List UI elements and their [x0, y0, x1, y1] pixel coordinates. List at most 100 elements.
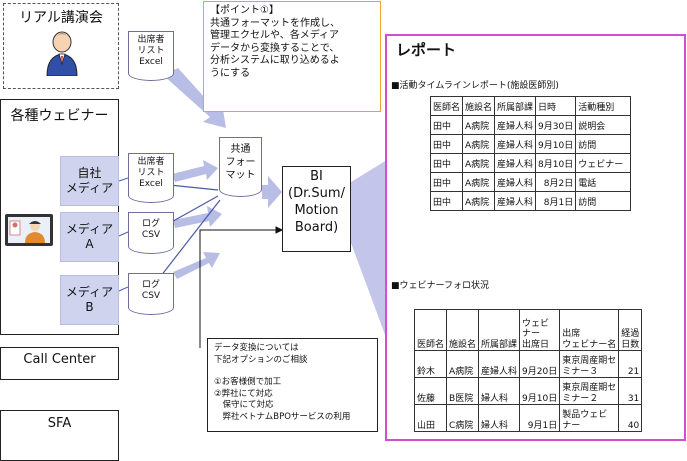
bi-box: BI (Dr.Sum/ Motion Board): [282, 166, 351, 252]
point-line-4: 分析システムに取り込めるよ: [210, 55, 340, 66]
table-cell: 田中: [429, 153, 464, 173]
timeline-header-cell: 活動種別: [575, 96, 632, 116]
table-cell: 製品ウェビナー: [559, 404, 620, 432]
real-event-box: リアル講演会: [3, 3, 119, 89]
header-text: 出席日: [522, 339, 550, 350]
report-panel: レポート ■活動タイムラインレポート(施設医師別) 医師名 施設名 所属部課 日…: [385, 34, 686, 441]
arrow-loga-to-common: [173, 206, 222, 228]
table-cell: 電話: [575, 172, 632, 192]
timeline-header-cell: 日時: [535, 96, 577, 116]
callcenter-connector: [199, 229, 282, 348]
media-a-line2: A: [85, 237, 94, 251]
media-a-line1: メディア: [65, 222, 114, 236]
arrow-selfexcel-to-common: [172, 160, 218, 182]
table-cell: 佐藤: [413, 377, 448, 405]
bi-line-1: BI: [310, 169, 323, 184]
call-center-box: Call Center: [0, 347, 119, 380]
arrow-logb-to-common: [173, 252, 220, 279]
doc-log-a-l2: CSV: [141, 230, 161, 240]
webinar-title: 各種ウェビナー: [10, 108, 109, 124]
point-line-1: 共通フォーマットを作成し、: [210, 17, 340, 29]
table-cell: 9月30日: [535, 115, 577, 135]
timeline-header-row: 医師名 施設名 所属部課 日時 活動種別: [429, 96, 632, 116]
table-cell: 産婦人科: [494, 153, 537, 173]
table-cell: 21: [618, 350, 643, 378]
note-line-6: 保守にて対応: [214, 400, 274, 410]
followup-header-row: 医師名 施設名 所属部課 ウェビナー出席日 出席ウェビナー名 経過日数: [413, 309, 643, 351]
followup-header-cell: 医師名: [413, 309, 448, 351]
table-cell: 説明会: [575, 115, 632, 135]
doc-self-excel-l2: リスト: [137, 168, 165, 178]
report-wedge: [351, 160, 387, 340]
timeline-header-cell: 施設名: [462, 96, 496, 116]
table-cell: 8月2日: [535, 172, 577, 192]
table-row: 田中 A病院 産婦人科 9月10日 訪問: [429, 134, 632, 154]
point-box: 【ポイント①】 共通フォーマットを作成し、 管理エクセルや、各メディア データか…: [203, 1, 381, 112]
note-box: データ変換については 下記オプションのご相談 ①お客様側で加工 ②弊社にて対応 …: [207, 338, 378, 432]
note-line-3: [214, 366, 371, 377]
table-cell: 40: [618, 404, 643, 432]
doc-common-l1: 共通: [230, 144, 251, 155]
table-cell: 9月20日: [519, 350, 561, 378]
doc-common-l3: マット: [225, 170, 256, 181]
header-text: 施設名: [449, 339, 477, 350]
bi-line-3: Motion: [294, 203, 339, 218]
table-cell: 9月1日: [519, 404, 561, 432]
table-cell: 東京周産期セミナー２: [559, 377, 620, 405]
note-line-4: ①お客様側で加工: [214, 377, 282, 387]
note-line-7: 弊社ベトナムBPOサービスの利用: [214, 411, 351, 422]
sfa-label: SFA: [47, 416, 72, 431]
table-row: 佐藤 B医院 婦人科 9月10日 東京周産期セミナー２ 31: [413, 377, 643, 405]
table-cell: 田中: [429, 191, 464, 211]
table-cell: 産婦人科: [494, 134, 537, 154]
doc-top-excel-l1: 出席者: [137, 35, 165, 45]
cell-text: ミナー２: [562, 393, 599, 404]
doc-common-l2: フォー: [225, 157, 256, 168]
point-line-5: うにする: [210, 67, 251, 79]
table-cell: ウェビナー: [575, 153, 632, 173]
followup-header-cell: 経過日数: [618, 309, 643, 351]
doc-self-excel-l1: 出席者: [137, 157, 165, 167]
followup-section-title: ■ウェビナーフォロ状況: [391, 281, 489, 291]
followup-header-cell: ウェビナー出席日: [519, 309, 561, 351]
header-text: 日数: [621, 339, 640, 350]
timeline-header-cell: 医師名: [429, 96, 464, 116]
table-cell: 訪問: [575, 191, 632, 211]
point-line-2: 管理エクセルや、各メディア: [210, 30, 339, 41]
doc-log-b-l2: CSV: [141, 291, 161, 301]
table-cell: 産婦人科: [494, 191, 537, 211]
table-row: 田中 A病院 産婦人科 8月1日 訪問: [429, 191, 632, 211]
table-cell: A病院: [446, 350, 480, 378]
header-text: 経過: [621, 329, 640, 339]
note-line-2: 下記オプションのご相談: [214, 354, 308, 365]
note-line-1: データ変換については: [214, 343, 299, 353]
cell-text: ナー: [562, 420, 581, 431]
table-cell: 山田: [413, 404, 448, 432]
table-cell: 田中: [429, 115, 464, 135]
table-cell: 田中: [429, 134, 464, 154]
cell-text: ミナー３: [562, 366, 599, 377]
table-cell: A病院: [462, 153, 496, 173]
followup-header-cell: 施設名: [446, 309, 480, 351]
table-row: 鈴木 A病院 産婦人科 9月20日 東京周産期セミナー３ 21: [413, 350, 643, 378]
media-b-line2: B: [85, 300, 94, 314]
doc-log-a-l1: ログ: [141, 219, 160, 229]
table-cell: 訪問: [575, 134, 632, 154]
speaker-icon: [46, 31, 78, 76]
doc-top-excel-l2: リスト: [137, 46, 165, 56]
followup-header-cell: 出席ウェビナー名: [559, 309, 620, 351]
bi-line-2: (Dr.Sum/: [288, 186, 345, 201]
header-text: ウェビ: [522, 318, 550, 329]
cell-text: 東京周産期セ: [562, 383, 617, 393]
report-title: レポート: [396, 41, 457, 59]
cell-text: 製品ウェビ: [562, 410, 608, 420]
note-line-5: ②弊社にて対応: [214, 388, 273, 399]
timeline-section-title: ■活動タイムラインレポート(施設医師別): [391, 81, 559, 91]
table-cell: A病院: [462, 172, 496, 192]
table-cell: 鈴木: [413, 350, 448, 378]
